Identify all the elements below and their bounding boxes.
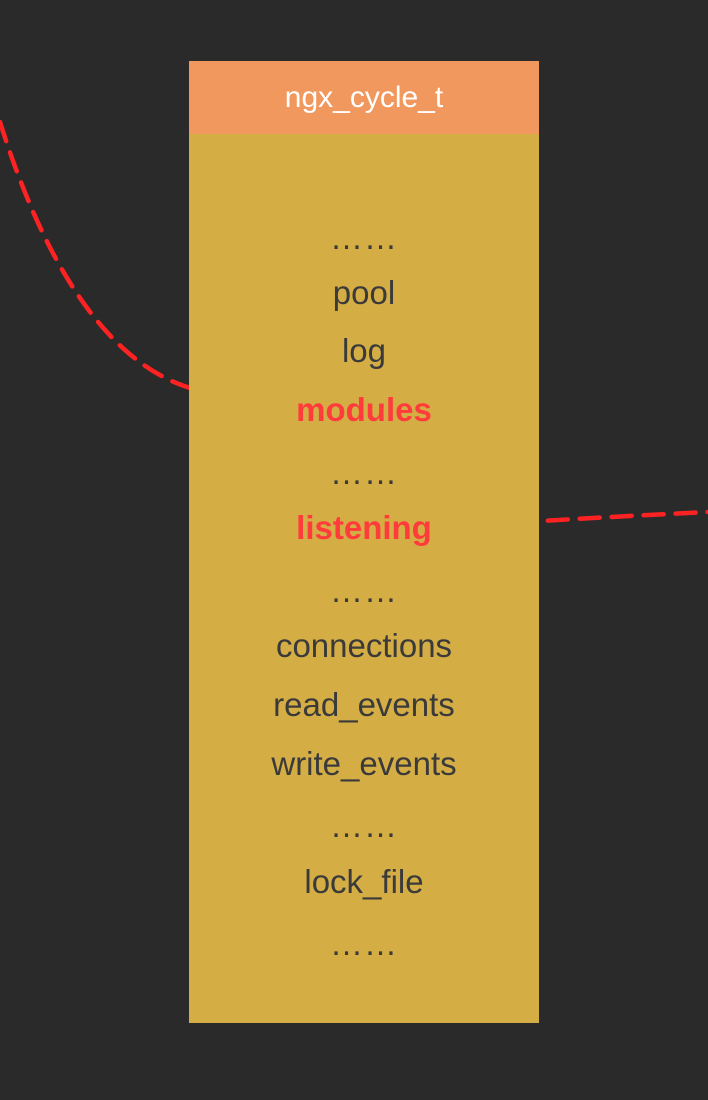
field-read-events: read_events xyxy=(273,686,455,723)
field-log: log xyxy=(341,332,387,369)
struct-title: ngx_cycle_t xyxy=(189,61,539,134)
field-ellipsis: …… xyxy=(330,572,398,609)
ngx-cycle-struct-box: ngx_cycle_t …… pool log modules …… liste… xyxy=(189,61,539,1023)
field-ellipsis: …… xyxy=(330,925,398,962)
field-lock-file: lock_file xyxy=(304,863,424,900)
field-connections: connections xyxy=(275,627,453,664)
field-listening: listening xyxy=(296,509,432,546)
field-ellipsis: …… xyxy=(330,807,398,844)
field-write-events: write_events xyxy=(271,745,457,782)
field-ellipsis: …… xyxy=(330,454,398,491)
field-pool: pool xyxy=(332,274,396,311)
field-modules: modules xyxy=(296,391,432,428)
field-ellipsis: …… xyxy=(330,219,398,256)
